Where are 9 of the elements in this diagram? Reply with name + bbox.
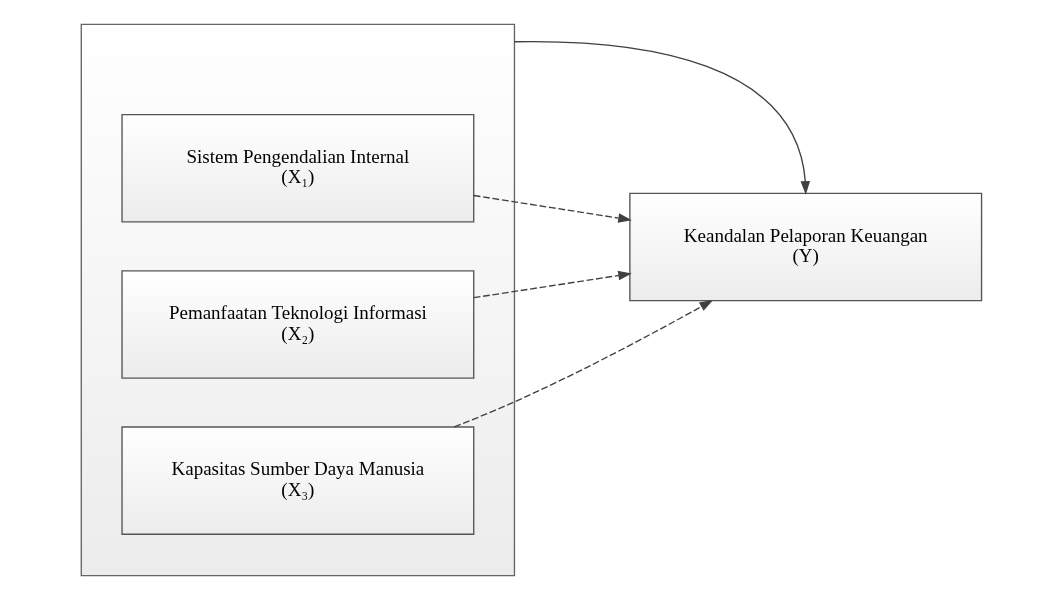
node-box: Pemanfaatan Teknologi Informasi (X₂) <box>120 270 474 379</box>
arrow <box>472 194 632 223</box>
node-box: Keandalan Pelaporan Keuangan (Y) <box>628 192 982 302</box>
node-box: Kapasitas Sumber Daya Manusia (X₃) <box>120 426 474 535</box>
arrow <box>513 41 810 195</box>
node-box: Sistem Pengendalian Internal (X₁) <box>120 113 474 223</box>
arrow <box>472 270 632 299</box>
arrow <box>453 299 713 428</box>
cluster <box>80 23 515 577</box>
